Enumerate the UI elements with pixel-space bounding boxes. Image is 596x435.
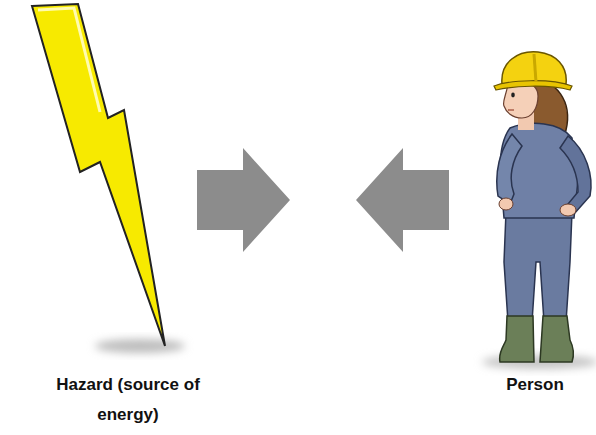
hat-brim (494, 81, 572, 90)
hazard-or-person-node: Person (430, 0, 596, 435)
boot (500, 316, 534, 362)
arm (497, 134, 522, 204)
hazard-or-person-node: Hazard (source of energy) (40, 0, 216, 435)
boot (540, 316, 573, 362)
hand (499, 198, 513, 210)
label-holder: Person (485, 370, 585, 400)
block-arrow (356, 148, 449, 252)
worker-figure (482, 52, 596, 369)
node-label: Person (485, 370, 585, 400)
node-label: Hazard (source of energy) (40, 370, 216, 430)
mouth (508, 109, 514, 110)
arm (560, 136, 591, 214)
coverall-legs (504, 212, 572, 322)
bolt-shadow (95, 339, 185, 353)
hat-ridge (534, 54, 536, 82)
hard-hat (502, 52, 566, 84)
block-arrow (197, 148, 290, 252)
hand (560, 204, 576, 216)
label-holder: Hazard (source of energy) (40, 370, 216, 430)
eye (511, 93, 515, 98)
lightning-bolt (32, 4, 165, 346)
bolt-highlight (38, 8, 100, 112)
